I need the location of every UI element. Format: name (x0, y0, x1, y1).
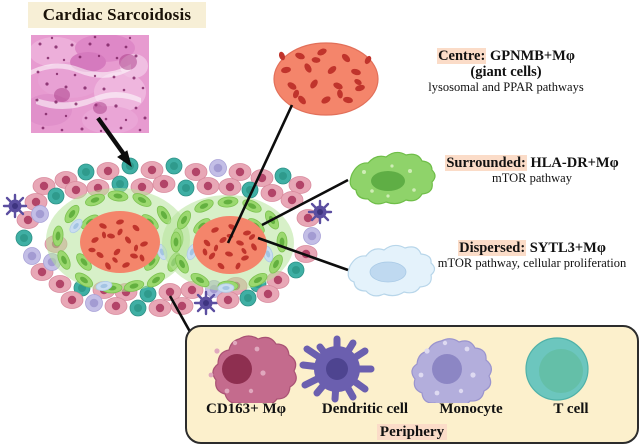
annotation-centre-label: Centre: (437, 48, 487, 64)
periphery-cells (2, 157, 333, 317)
macrophage-cell-icon (208, 335, 297, 403)
legend-cell-icons (208, 335, 589, 403)
granuloma-center-right (193, 216, 267, 274)
annotation-centre-marker: GPNMB+Mφ (489, 48, 575, 64)
annotation-surrounded-pathways: mTOR pathway (492, 171, 572, 186)
granuloma-illustration (2, 157, 333, 317)
monocyte-cell-icon (411, 338, 492, 403)
line-dispersed (257, 236, 349, 272)
figure-title-band: Cardiac Sarcoidosis (28, 2, 206, 28)
annotation-surrounded: Surrounded: HLA-DR+Mφ mTOR pathway (420, 155, 644, 185)
annotation-dispersed-pathways: mTOR pathway, cellular proliferation (437, 256, 627, 271)
legend-labels: CD163+ Mφ Dendritic cell Monocyte T cell (187, 401, 637, 418)
legend-label-dendritic: Dendritic cell (321, 401, 409, 417)
annotation-surrounded-label: Surrounded: (445, 155, 527, 171)
legend-box: CD163+ Mφ Dendritic cell Monocyte T cell… (185, 325, 639, 444)
annotation-dispersed-marker: SYTL3+Mφ (529, 240, 606, 256)
histology-image (31, 35, 149, 133)
line-surrounded (261, 178, 349, 227)
histology-arrow (96, 116, 132, 168)
annotation-centre-subtitle: (giant cells) (470, 64, 542, 81)
legend-region-label: Periphery (187, 423, 637, 441)
dendritic-cell-icon (299, 335, 375, 403)
epithelioid-zone-left (46, 188, 190, 294)
t-cell-icon (525, 337, 589, 401)
annotation-dispersed-label: Dispersed: (458, 240, 527, 256)
line-centre (226, 104, 294, 244)
annotation-centre: Centre: GPNMB+Mφ (giant cells) lysosomal… (368, 48, 644, 94)
annotation-surrounded-marker: HLA-DR+Mφ (530, 155, 619, 171)
epithelioid-zone-right (162, 195, 294, 294)
legend-label-macrophage: CD163+ Mφ (206, 401, 286, 417)
legend-label-monocyte: Monocyte (439, 401, 503, 417)
annotation-centre-pathways: lysosomal and PPAR pathways (428, 80, 584, 95)
legend-label-tcell: T cell (553, 401, 589, 417)
granuloma-center-left (80, 211, 160, 273)
leader-lines (96, 104, 349, 347)
giant-cell-icon (273, 42, 379, 116)
page-title: Cardiac Sarcoidosis (42, 5, 192, 24)
annotation-dispersed: Dispersed: SYTL3+Mφ mTOR pathway, cellul… (420, 240, 644, 270)
